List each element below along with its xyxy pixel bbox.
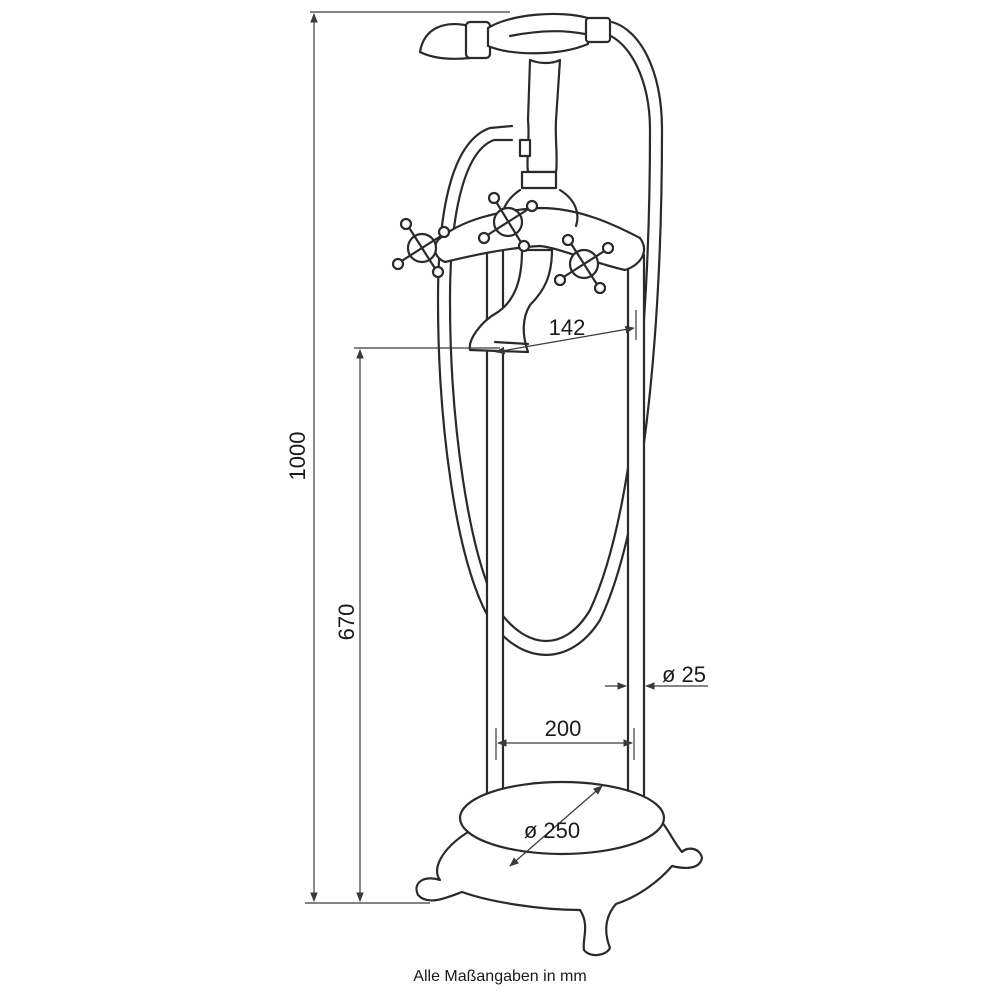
dimension-label-total-height: 1000 bbox=[285, 432, 310, 481]
dimension-pipe-spacing: 200 bbox=[495, 716, 635, 760]
dimension-pipe-diameter: ø 25 bbox=[605, 662, 708, 690]
dimension-label-pipe-diameter: ø 25 bbox=[662, 662, 706, 687]
dimension-spout-height: 670 bbox=[334, 347, 500, 902]
dimension-base-diameter: ø 250 bbox=[509, 785, 603, 867]
standpipe-right bbox=[626, 253, 646, 847]
cross-handle-right bbox=[553, 233, 615, 295]
spout bbox=[468, 248, 554, 354]
shower-holder bbox=[518, 58, 562, 190]
hand-shower bbox=[418, 12, 612, 60]
dimension-total-height: 1000 bbox=[285, 11, 510, 904]
dimension-label-base-diameter: ø 250 bbox=[524, 818, 580, 843]
dimension-label-pipe-spacing: 200 bbox=[545, 716, 582, 741]
units-caption: Alle Maßangaben in mm bbox=[413, 968, 587, 985]
dimension-label-spout-reach: 142 bbox=[549, 315, 586, 340]
dimension-label-spout-height: 670 bbox=[334, 604, 359, 641]
cross-handle-center bbox=[477, 191, 539, 253]
base-plate bbox=[415, 780, 704, 957]
dimension-spout-reach: 142 bbox=[495, 310, 637, 355]
cross-handle-left bbox=[391, 217, 451, 279]
